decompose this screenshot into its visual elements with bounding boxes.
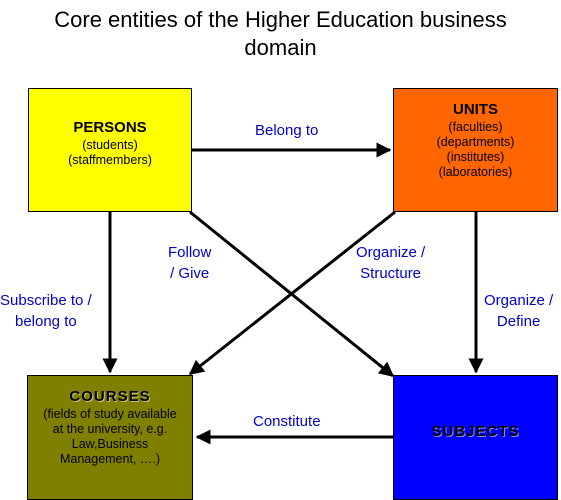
label-subscribe-line-2: belong to xyxy=(14,313,77,330)
title-line-1: Core entities of the Higher Education bu… xyxy=(54,7,507,32)
label-organize-structure-line-1: Organize / xyxy=(356,244,426,261)
label-subscribe-belong: Subscribe to / belong to xyxy=(0,290,92,332)
diagram-title: Core entities of the Higher Education bu… xyxy=(0,6,561,62)
courses-desc-line-2: at the university, e.g. xyxy=(52,422,168,436)
persons-item-staffmembers: (staffmembers) xyxy=(68,153,152,167)
label-belong-to: Belong to xyxy=(255,122,319,139)
label-organize-define-line-2: Define xyxy=(496,313,541,330)
units-item-departments: (departments) xyxy=(436,135,515,149)
label-constitute: Constitute xyxy=(253,413,321,430)
label-subscribe-line-1: Subscribe to / xyxy=(0,292,92,309)
subjects-entity-box: SUBJECTS xyxy=(393,375,558,500)
label-organize-define-line-1: Organize / xyxy=(484,292,554,309)
arrow-units-to-courses xyxy=(188,210,396,376)
courses-desc-line-3: Law,Business xyxy=(71,437,149,451)
title-line-2: domain xyxy=(244,35,317,60)
label-organize-structure: Organize / Structure xyxy=(356,242,425,284)
units-heading: UNITS xyxy=(453,101,498,118)
units-item-faculties: (faculties) xyxy=(448,120,503,134)
persons-item-students: (students) xyxy=(82,138,138,152)
label-organize-structure-line-2: Structure xyxy=(360,265,422,282)
courses-desc-line-4: Management, ….) xyxy=(59,452,161,466)
units-entity-box: UNITS (faculties) (departments) (institu… xyxy=(393,88,558,212)
persons-heading: PERSONS xyxy=(73,119,147,136)
subjects-heading: SUBJECTS xyxy=(431,423,520,440)
label-follow-give-line-1: Follow xyxy=(168,244,212,261)
courses-heading: COURSES xyxy=(69,388,151,405)
label-follow-give-line-2: / Give xyxy=(170,265,210,282)
label-follow-give: Follow / Give xyxy=(168,242,211,284)
units-item-institutes: (institutes) xyxy=(446,150,505,164)
persons-entity-box: PERSONS (students) (staffmembers) xyxy=(28,88,192,212)
courses-desc-line-1: (fields of study available xyxy=(43,407,177,421)
label-organize-define: Organize / Define xyxy=(484,290,553,332)
units-item-laboratories: (laboratories) xyxy=(438,165,513,179)
courses-entity-box: COURSES (fields of study available at th… xyxy=(27,375,193,500)
